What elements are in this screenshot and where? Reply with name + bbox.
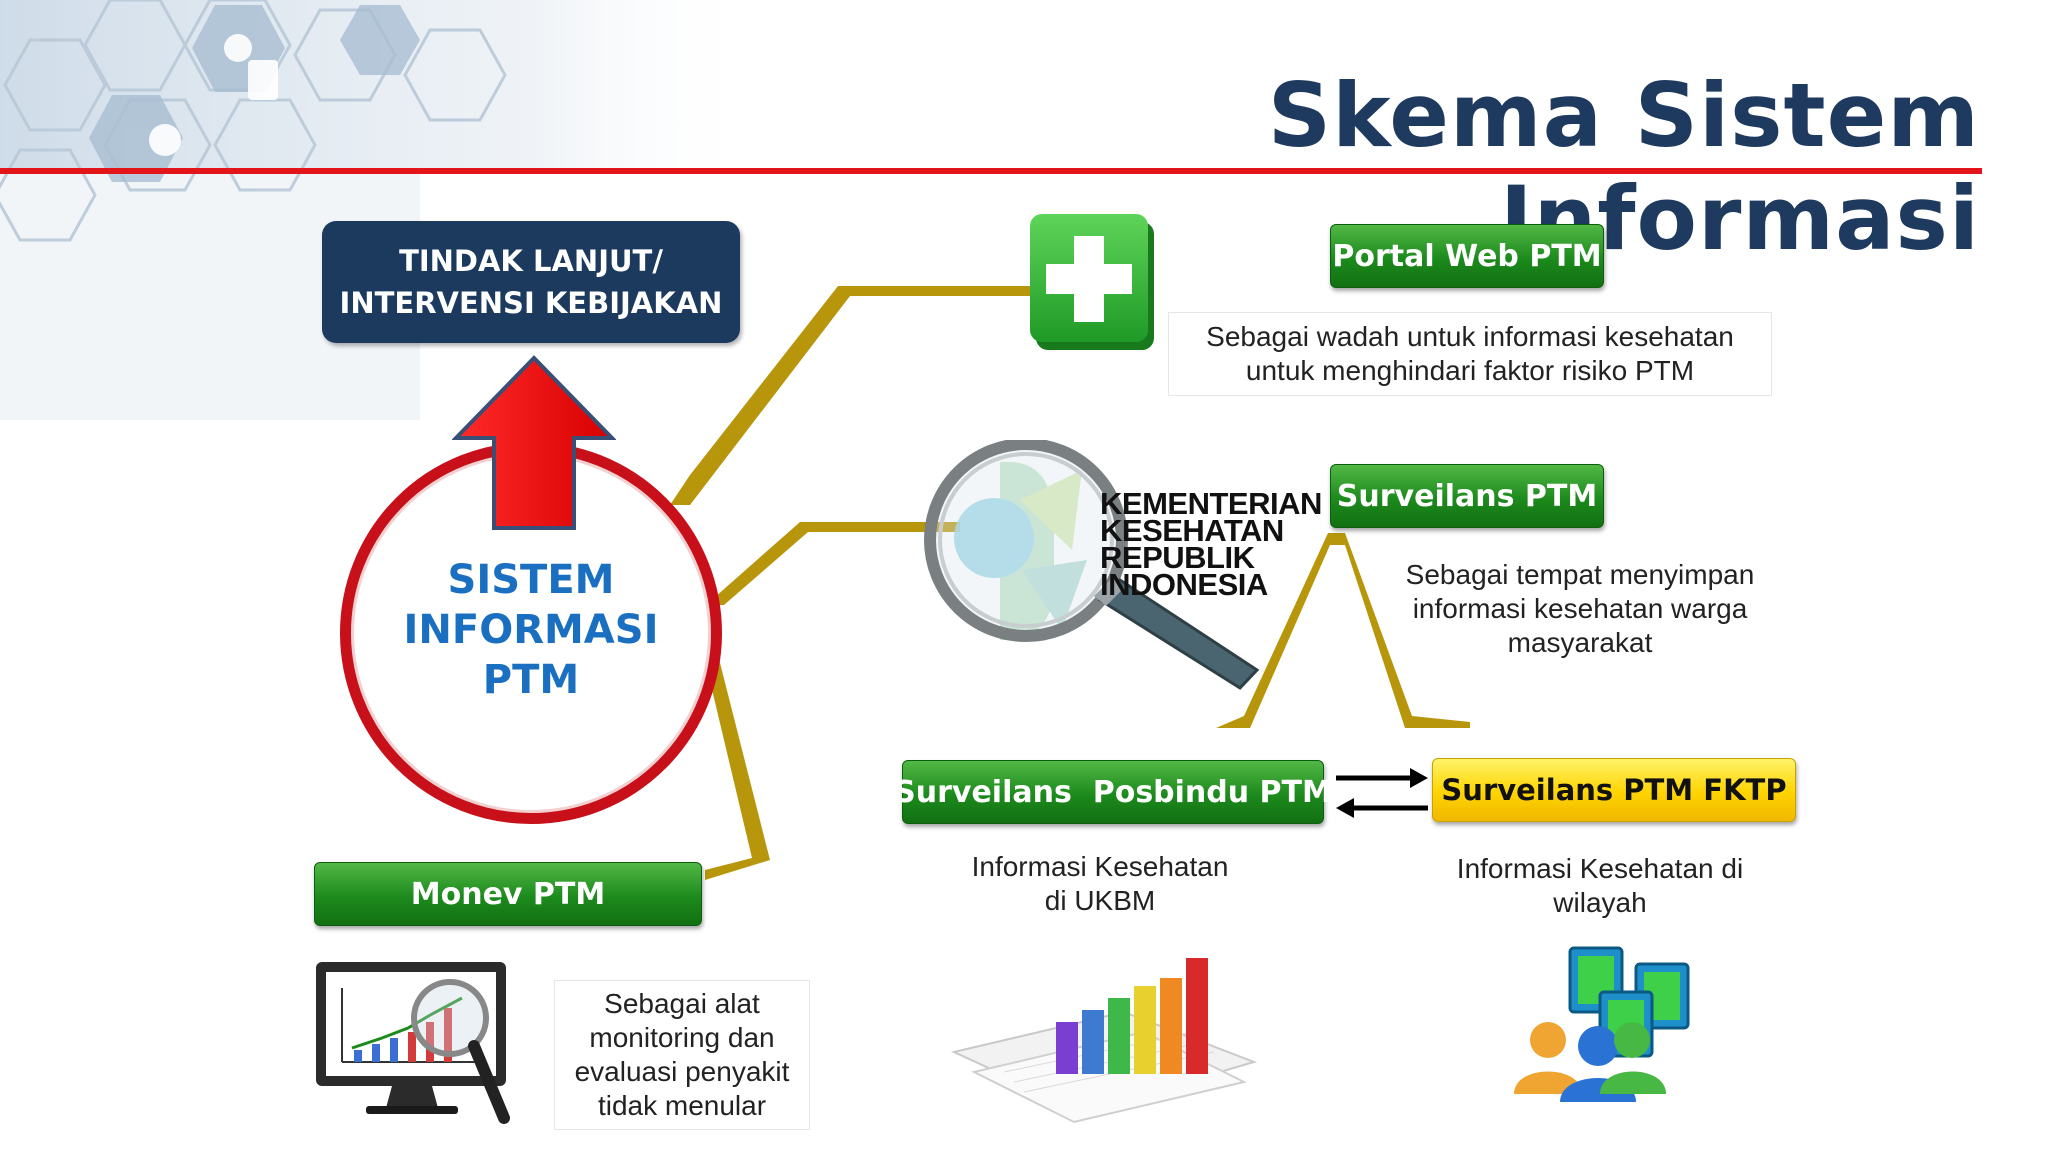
surveilans-posbindu-label: Surveilans Posbindu PTM — [894, 774, 1332, 810]
portal-desc-line2: untuk menghindari faktor risiko PTM — [1245, 355, 1695, 386]
fktp-desc-line1: Informasi Kesehatan di — [1456, 853, 1744, 884]
monitor-chart-icon — [316, 962, 510, 1124]
fktp-description: Informasi Kesehatan di wilayah — [1430, 852, 1770, 920]
center-line3: PTM — [482, 657, 580, 703]
logo-line2: KESEHATAN — [1100, 513, 1284, 548]
posbindu-desc-line1: Informasi Kesehatan — [971, 851, 1229, 882]
bar-chart-papers-icon — [950, 958, 1258, 1124]
tindak-lanjut-box: TINDAK LANJUT/ INTERVENSI KEBIJAKAN — [322, 221, 740, 343]
surveilans-ptm-button[interactable]: Surveilans PTM — [1330, 464, 1604, 528]
sistem-informasi-label: SISTEM INFORMASI PTM — [340, 555, 722, 705]
center-line2: INFORMASI — [403, 607, 659, 653]
portal-web-ptm-button[interactable]: Portal Web PTM — [1330, 224, 1604, 288]
monev-ptm-label: Monev PTM — [410, 876, 606, 912]
monev-ptm-button[interactable]: Monev PTM — [314, 862, 702, 926]
tindak-lanjut-line1: TINDAK LANJUT/ — [399, 244, 663, 278]
surveilans-fktp-button[interactable]: Surveilans PTM FKTP — [1432, 758, 1796, 822]
portal-web-ptm-label: Portal Web PTM — [1332, 238, 1602, 274]
posbindu-desc-line2: di UKBM — [1044, 885, 1156, 916]
logo-line1: KEMENTERIAN — [1100, 486, 1322, 521]
portal-description: Sebagai wadah untuk informasi kesehatan … — [1168, 312, 1772, 396]
kemenkes-logo-icon — [924, 440, 1260, 690]
logo-line4: INDONESIA — [1100, 567, 1268, 602]
surveilans-description: Sebagai tempat menyimpan informasi keseh… — [1380, 558, 1780, 660]
tindak-lanjut-line2: INTERVENSI KEBIJAKAN — [339, 286, 723, 320]
surveilans-desc-line1: Sebagai tempat menyimpan — [1405, 559, 1755, 590]
posbindu-description: Informasi Kesehatan di UKBM — [930, 850, 1270, 918]
monev-desc-line4: tidak menular — [597, 1090, 767, 1121]
network-users-icon — [1514, 946, 1690, 1102]
fktp-desc-line2: wilayah — [1553, 887, 1647, 918]
monev-desc-line3: evaluasi penyakit — [574, 1056, 790, 1087]
center-line1: SISTEM — [447, 557, 615, 603]
surveilans-desc-line3: masyarakat — [1507, 627, 1653, 658]
monev-desc-line2: monitoring dan — [589, 1022, 775, 1053]
exchange-arrows-icon — [1336, 768, 1428, 818]
surveilans-ptm-label: Surveilans PTM — [1336, 478, 1598, 514]
surveilans-desc-line2: informasi kesehatan warga — [1412, 593, 1748, 624]
surveilans-posbindu-button[interactable]: Surveilans Posbindu PTM — [894, 760, 1332, 824]
medical-cross-icon — [1030, 214, 1154, 350]
up-arrow-icon — [452, 355, 616, 530]
title-underline — [0, 168, 1982, 174]
monev-description: Sebagai alat monitoring dan evaluasi pen… — [554, 980, 810, 1130]
surveilans-fktp-label: Surveilans PTM FKTP — [1441, 773, 1787, 807]
kemenkes-logo-text: KEMENTERIAN KESEHATAN REPUBLIK INDONESIA — [1100, 486, 1322, 602]
logo-line3: REPUBLIK — [1100, 540, 1255, 575]
portal-desc-line1: Sebagai wadah untuk informasi kesehatan — [1206, 321, 1734, 352]
monev-desc-line1: Sebagai alat — [604, 988, 760, 1019]
